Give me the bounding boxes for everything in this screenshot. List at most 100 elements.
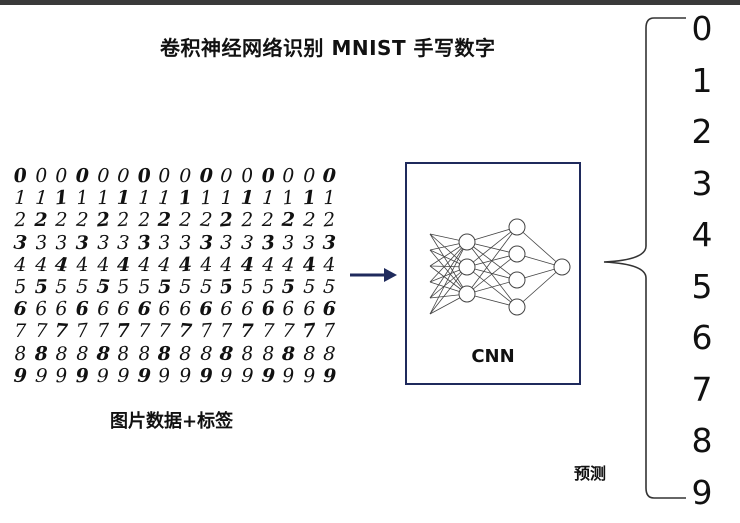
digit-sample: 3 xyxy=(319,231,340,254)
digit-sample: 3 xyxy=(72,232,93,254)
digit-sample: 0 xyxy=(236,164,258,188)
digit-sample: 5 xyxy=(71,275,93,298)
digit-sample: 8 xyxy=(257,342,278,365)
digit-sample: 8 xyxy=(71,342,92,365)
digit-sample: 7 xyxy=(174,320,196,344)
digit-sample: 1 xyxy=(319,187,340,210)
digit-sample: 4 xyxy=(277,253,299,277)
digit-sample: 7 xyxy=(195,320,217,344)
output-digit: 4 xyxy=(672,214,732,266)
digit-sample: 4 xyxy=(216,254,237,277)
digit-sample: 9 xyxy=(216,365,237,388)
digit-sample: 0 xyxy=(92,164,114,187)
digit-sample: 6 xyxy=(113,298,135,321)
digit-sample: 2 xyxy=(92,209,114,233)
digit-sample: 9 xyxy=(153,364,175,388)
digit-sample: 4 xyxy=(154,253,176,277)
digit-sample: 2 xyxy=(31,209,52,231)
output-digit: 2 xyxy=(672,111,732,163)
digit-sample: 5 xyxy=(133,276,154,299)
digit-sample: 8 xyxy=(236,342,258,366)
digit-sample: 9 xyxy=(71,364,92,387)
digit-sample: 0 xyxy=(278,165,299,188)
digit-sample: 7 xyxy=(277,320,299,344)
digit-sample: 9 xyxy=(257,364,279,388)
digit-sample: 9 xyxy=(319,365,340,387)
digit-sample: 7 xyxy=(10,320,31,342)
digit-sample: 9 xyxy=(30,364,52,388)
digit-sample: 6 xyxy=(319,298,340,321)
digit-sample: 0 xyxy=(299,165,320,188)
output-digit: 8 xyxy=(672,420,732,472)
digit-sample: 6 xyxy=(299,298,320,321)
digit-sample: 5 xyxy=(30,276,51,299)
digit-sample: 3 xyxy=(154,231,176,254)
digit-sample: 2 xyxy=(134,209,155,232)
digit-sample: 2 xyxy=(174,209,196,232)
digit-sample: 4 xyxy=(133,253,154,276)
digit-sample: 8 xyxy=(51,343,72,365)
digit-sample: 3 xyxy=(278,231,299,254)
digit-sample: 6 xyxy=(51,298,73,321)
digit-sample: 9 xyxy=(277,364,299,388)
digit-sample: 8 xyxy=(30,342,51,365)
digit-sample: 7 xyxy=(319,320,341,343)
digit-sample: 9 xyxy=(236,364,258,387)
digit-sample: 0 xyxy=(319,164,341,187)
digit-sample: 7 xyxy=(51,320,73,344)
neural-network-icon xyxy=(422,212,572,332)
output-digit: 3 xyxy=(672,163,732,215)
digit-sample: 3 xyxy=(133,231,155,255)
digit-sample: 3 xyxy=(175,231,196,254)
digit-sample: 2 xyxy=(216,209,238,233)
digit-sample: 6 xyxy=(154,297,176,321)
digit-sample: 7 xyxy=(298,320,320,344)
digit-sample: 0 xyxy=(154,165,175,188)
digit-sample: 5 xyxy=(9,275,31,298)
digit-sample: 3 xyxy=(51,231,72,254)
output-digit: 1 xyxy=(672,60,732,112)
digit-sample: 8 xyxy=(9,342,31,366)
digit-sample: 6 xyxy=(257,297,279,321)
digit-sample: 8 xyxy=(319,342,341,366)
digit-sample: 9 xyxy=(195,365,216,388)
digit-sample: 6 xyxy=(216,298,237,321)
digit-sample: 9 xyxy=(93,365,114,387)
digit-sample: 1 xyxy=(277,186,299,210)
digit-sample: 5 xyxy=(298,275,320,298)
cnn-label: CNN xyxy=(407,346,579,367)
digit-sample: 6 xyxy=(236,297,258,321)
digit-sample: 4 xyxy=(298,253,320,277)
digit-sample: 1 xyxy=(236,187,257,210)
digit-sample: 2 xyxy=(318,209,340,233)
digit-sample: 1 xyxy=(257,186,279,210)
digit-sample: 1 xyxy=(216,187,237,209)
output-digit: 7 xyxy=(672,369,732,421)
digit-sample: 3 xyxy=(236,231,258,255)
digit-sample: 0 xyxy=(216,164,238,188)
digit-sample: 4 xyxy=(113,254,134,276)
digit-sample: 5 xyxy=(257,276,278,299)
digit-sample: 3 xyxy=(112,231,134,255)
digit-sample: 3 xyxy=(216,231,238,254)
digit-sample: 7 xyxy=(134,320,155,343)
digit-sample: 8 xyxy=(278,343,299,365)
digit-sample: 6 xyxy=(92,298,113,321)
digit-sample: 2 xyxy=(71,209,93,233)
digit-sample: 6 xyxy=(175,298,196,321)
output-digit: 9 xyxy=(672,472,732,523)
digit-sample: 2 xyxy=(113,209,135,232)
digit-sample: 4 xyxy=(237,254,258,277)
digit-sample: 1 xyxy=(71,187,93,210)
digit-sample: 8 xyxy=(92,342,114,366)
digit-sample: 5 xyxy=(51,276,72,299)
digit-sample: 5 xyxy=(92,275,114,299)
digit-sample: 2 xyxy=(258,209,279,231)
digit-sample: 3 xyxy=(30,231,52,255)
digit-sample: 9 xyxy=(174,364,196,387)
digit-sample: 6 xyxy=(196,298,217,320)
digit-sample: 9 xyxy=(298,364,319,387)
digit-sample: 9 xyxy=(51,364,73,388)
digit-sample: 4 xyxy=(71,253,93,277)
digit-sample: 0 xyxy=(133,164,155,188)
